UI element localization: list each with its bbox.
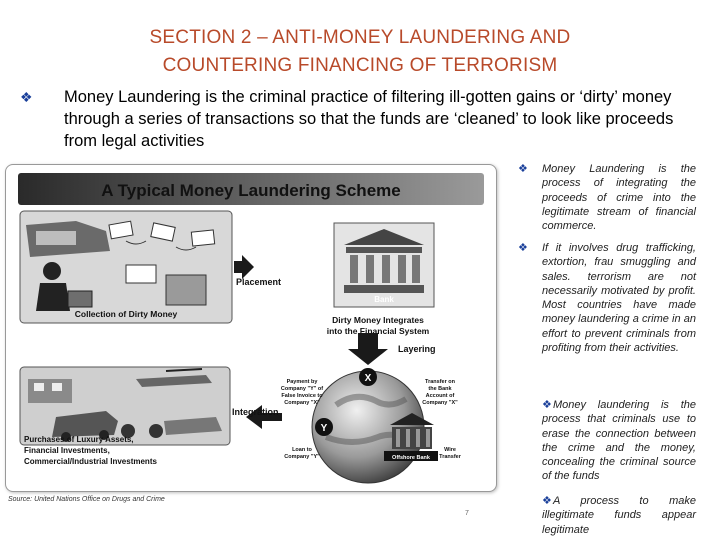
collection-label: Collection of Dirty Money — [75, 309, 178, 319]
layering-arrow-icon — [348, 333, 388, 365]
side-bullet-3-text: Money laundering is the process that cri… — [542, 399, 696, 483]
side-bullet-4: ❖ A process to make illegitimate funds a… — [518, 494, 696, 537]
main-bullet: ❖ Money Laundering is the criminal pract… — [20, 86, 700, 152]
payment-label-2: Company "Y" of — [281, 386, 323, 392]
slide-title: SECTION 2 – ANTI-MONEY LAUNDERING AND CO… — [60, 24, 660, 80]
integrates-label-1: Dirty Money Integrates — [332, 315, 424, 325]
loan-label-2: Company "Y" — [284, 454, 320, 460]
luxury-assets-icon — [28, 368, 222, 442]
side-bullet-3: ❖ Money laundering is the process that c… — [518, 398, 696, 484]
wire-label-1: Wire — [444, 447, 456, 453]
side-bullet-1-text: Money Laundering is the process of integ… — [542, 163, 696, 233]
page-number: 7 — [465, 510, 469, 517]
bank-label: Bank — [374, 295, 394, 304]
purchases-label-1: Purchases of Luxury Assets, — [24, 435, 134, 444]
heading-bar — [18, 173, 484, 205]
bank-building-icon — [344, 229, 424, 293]
payment-label-4: Company "X" — [284, 400, 320, 406]
transfer-label-1: Transfer on — [425, 379, 456, 385]
slide-title-line-2: COUNTERING FINANCING OF TERRORISM — [162, 55, 558, 76]
transfer-label-4: Company "X" — [422, 400, 458, 406]
briefcase-man-icon — [36, 262, 207, 311]
offshore-bank-label: Offshore Bank — [392, 455, 431, 461]
main-bullet-text: Money Laundering is the criminal practic… — [64, 88, 674, 150]
diamond-bullet-icon: ❖ — [542, 399, 552, 411]
wire-label-2: Transfer — [439, 454, 462, 460]
diagram-illustration: A Typical Money Laundering Scheme Collec… — [18, 173, 484, 484]
company-y-label: Y — [321, 423, 328, 434]
slide-title-line-1: SECTION 2 – ANTI-MONEY LAUNDERING AND — [149, 27, 571, 48]
diamond-bullet-icon: ❖ — [20, 89, 33, 105]
integration-arrow-icon — [246, 405, 282, 429]
integration-label: Integration — [232, 407, 279, 417]
money-laundering-diagram: A Typical Money Laundering Scheme Collec… — [5, 164, 497, 492]
placement-arrow-icon — [234, 255, 254, 279]
company-x-marker — [359, 368, 377, 386]
loan-label-1: Loan to — [292, 447, 312, 453]
side-bullet-2-text: If it involves drug trafficking, extorti… — [542, 242, 696, 355]
side-bullet-1: ❖ Money Laundering is the process of int… — [518, 162, 696, 233]
transfer-label-3: Account of — [426, 393, 455, 399]
side-bullet-2: ❖ If it involves drug trafficking, extor… — [518, 241, 696, 355]
diamond-bullet-icon: ❖ — [518, 242, 528, 254]
car-handoff-icon — [26, 221, 110, 257]
transfer-label-2: the Bank — [428, 386, 452, 392]
diamond-bullet-icon: ❖ — [518, 163, 528, 175]
placement-label: Placement — [236, 277, 281, 287]
company-y-marker — [315, 418, 333, 436]
payment-label-3: False Invoice to — [281, 393, 323, 399]
integrates-label-2: into the Financial System — [327, 326, 430, 336]
diagram-heading: A Typical Money Laundering Scheme — [101, 181, 400, 200]
purchases-label-3: Commercial/Industrial Investments — [24, 457, 157, 466]
diamond-bullet-icon: ❖ — [542, 495, 552, 507]
company-x-label: X — [365, 373, 372, 384]
layering-label: Layering — [398, 344, 436, 354]
offshore-bank-icon — [384, 413, 438, 461]
purchases-label-2: Financial Investments, — [24, 446, 110, 455]
source-note: Source: United Nations Office on Drugs a… — [8, 496, 165, 503]
side-bullet-4-text: A process to make illegitimate funds app… — [542, 495, 696, 536]
hands-money-icon — [108, 220, 216, 251]
payment-label-1: Payment by — [287, 379, 319, 385]
